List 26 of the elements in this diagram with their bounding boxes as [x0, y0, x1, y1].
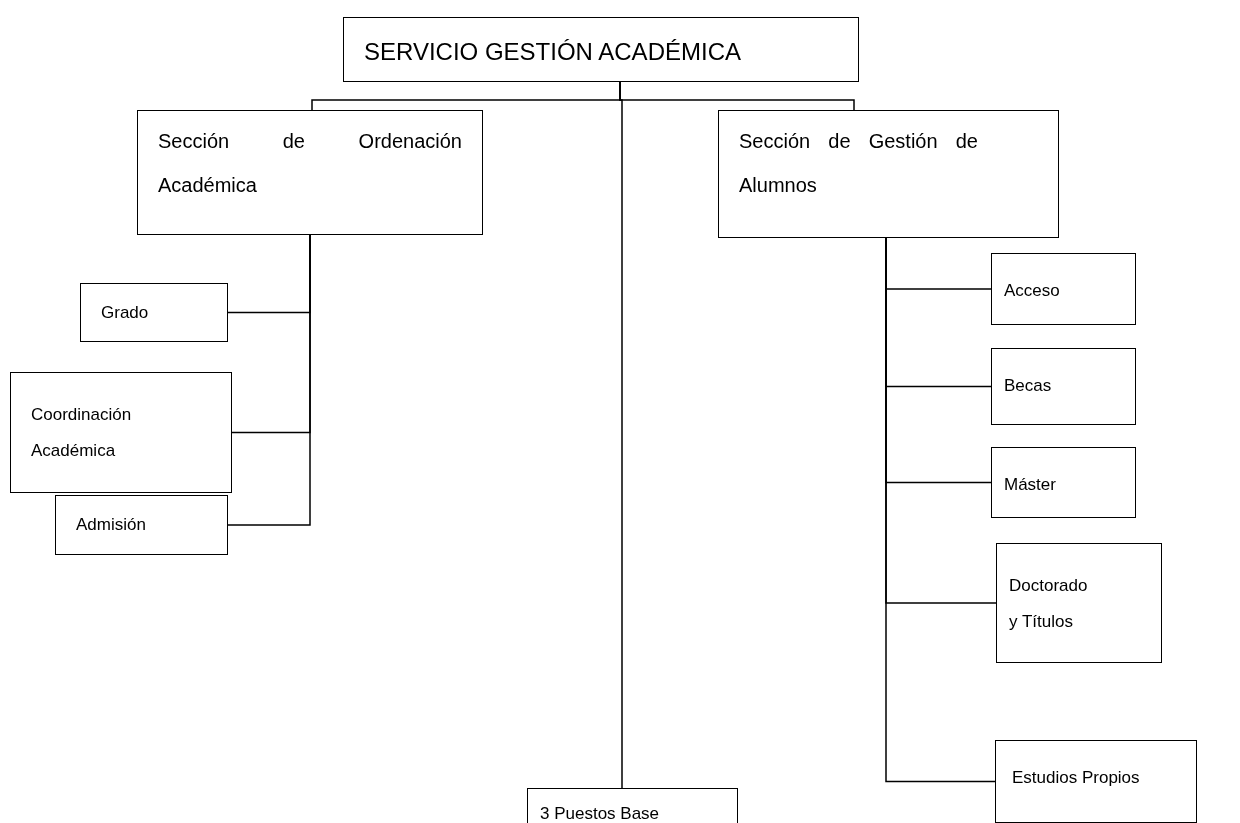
box-label: Admisión — [76, 514, 147, 536]
box-label: Doctorado y Títulos — [1009, 575, 1089, 633]
unit-box — [995, 740, 1197, 823]
box-label: SERVICIO GESTIÓN ACADÉMICA — [364, 37, 742, 67]
unit-box — [55, 495, 228, 555]
unit-box — [991, 253, 1136, 325]
unit-box — [991, 447, 1136, 518]
connector-line — [227, 234, 311, 526]
unit-box — [10, 372, 232, 493]
box-label: Sección de Ordenación Académica — [158, 129, 462, 198]
unit-box — [996, 543, 1162, 663]
box-label: Grado — [101, 302, 150, 324]
box-label: Becas — [1004, 375, 1053, 397]
box-label: Sección de Gestión de Alumnos — [739, 129, 978, 198]
box-label: Acceso — [1004, 280, 1061, 302]
box-label: Coordinación Académica — [31, 404, 133, 462]
unit-box — [80, 283, 228, 342]
department-box — [343, 17, 859, 82]
section-box — [137, 110, 483, 235]
box-label: Máster — [1004, 474, 1057, 496]
box-label: Estudios Propios — [1012, 767, 1141, 789]
connector-line — [619, 81, 623, 789]
unit-box — [991, 348, 1136, 425]
staff-box — [527, 788, 738, 823]
box-label: 3 Puestos Base — [540, 803, 661, 823]
section-box — [718, 110, 1059, 238]
